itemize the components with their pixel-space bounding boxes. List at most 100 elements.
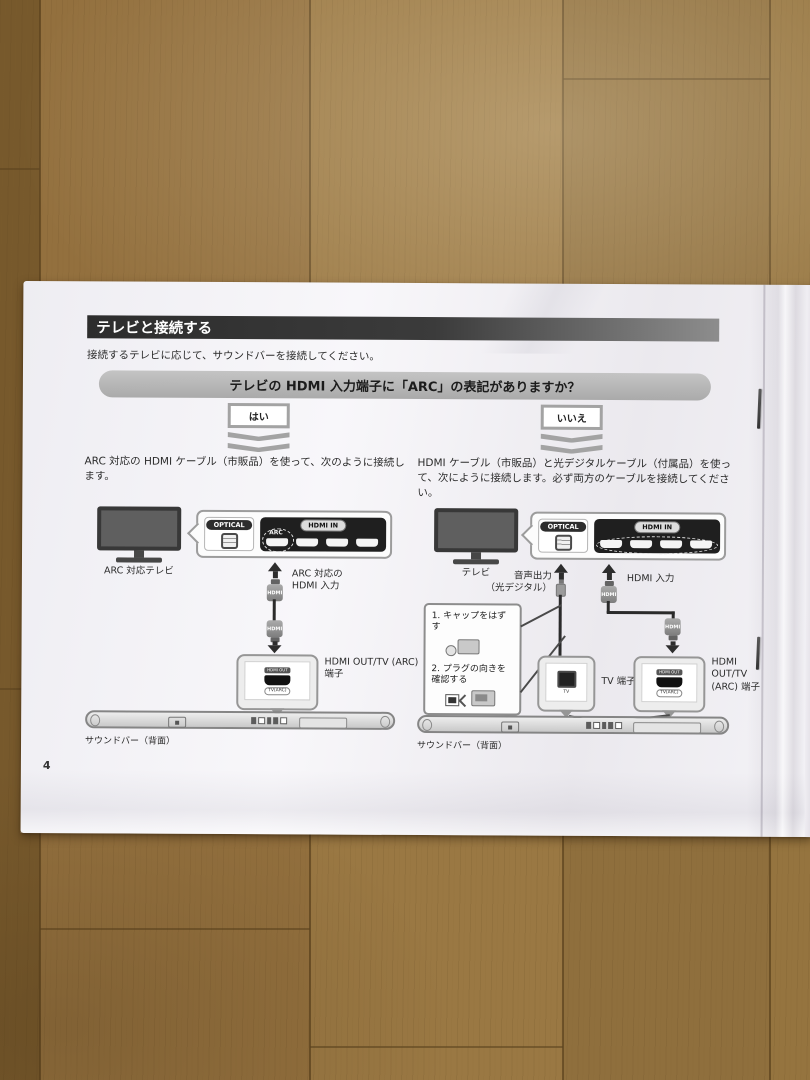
right-hdmi-port-caption: HDMI OUT/TV (ARC) 端子 [711, 656, 761, 693]
branch-yes-ribbon: はい [227, 403, 290, 429]
hdmi-port-icon [630, 540, 653, 549]
hdmi-plug-icon: HDMI [600, 580, 617, 604]
optical-label: OPTICAL [206, 519, 252, 531]
tv-screen [434, 508, 519, 553]
optical-steps-box: 1. キャップをはずす 2. プラグの向きを 確認する [423, 603, 522, 716]
soundbar-plate [633, 722, 702, 734]
hdmi-port-icon [326, 538, 349, 547]
left-soundbar-caption: サウンドバー（背面） [85, 736, 176, 747]
facing-page-edge [804, 285, 810, 838]
tv-port-label: TV [563, 689, 570, 695]
left-tv-rear-panel: OPTICAL HDMI IN ARC [187, 509, 393, 559]
tv-stand [115, 557, 163, 563]
staple [756, 388, 762, 429]
section-title-bar: テレビと接続する [87, 315, 720, 342]
hdmi-out-label: HDMI OUT [264, 666, 291, 673]
branch-no-ribbon: いいえ [540, 404, 603, 430]
hdmi-port-icon [266, 538, 289, 547]
tv-icon [93, 506, 185, 563]
soundbar-endcap [714, 720, 725, 733]
hdmi-port-icon [660, 540, 683, 549]
hdmi-port-icon [656, 676, 683, 687]
right-soundbar-caption: サウンドバー（背面） [416, 740, 508, 752]
floor-joint [563, 78, 770, 80]
tv-port-zoom-box: TV [537, 655, 596, 718]
chevron-down-icon [541, 445, 603, 454]
arrow-up-icon [553, 563, 568, 580]
soundbar-endcap [380, 715, 391, 728]
soundbar-port-cluster [586, 721, 623, 730]
tv-neck [134, 550, 145, 558]
soundbar-detail [501, 721, 520, 733]
arrow-down-icon [267, 641, 282, 654]
hdmi-plug-label: HDMI [665, 623, 681, 630]
hdmi-in-label: HDMI IN [300, 519, 347, 532]
branch-no-label: いいえ [543, 407, 600, 427]
hdmi-cable [606, 610, 675, 615]
chevron-down-icon [228, 443, 290, 452]
hdmi-in-label: HDMI IN [634, 521, 681, 534]
step2-text: 2. プラグの向きを 確認する [431, 663, 506, 686]
soundbar-endcap [90, 714, 101, 727]
cap-removal-icon [445, 636, 513, 660]
hdmi-in-section: HDMI IN ARC [260, 517, 387, 553]
hdmi-cable [272, 599, 276, 622]
hdmi-plug-icon: HDMI [266, 620, 283, 643]
right-paragraph: HDMI ケーブル（市販品）と光デジタルケーブル（付属品）を使って、次にように接… [417, 456, 732, 500]
soundbar-endcap [422, 719, 433, 732]
hdmi-plug-label: HDMI [267, 589, 283, 596]
arrow-up-icon [267, 562, 282, 579]
page-fold-crease [760, 284, 766, 837]
soundbar-rear-icon [85, 710, 396, 730]
hdmi-port-icon [264, 674, 291, 685]
hdmi-plug-label: HDMI [267, 625, 283, 632]
tv-icon [430, 508, 522, 565]
page-number: 4 [42, 759, 51, 773]
hdmi-out-label: HDMI OUT [656, 668, 683, 675]
chevron-down-icon [228, 432, 290, 441]
soundbar-port-cluster [251, 717, 288, 725]
optical-port-icon [556, 670, 576, 688]
manual-page: テレビと接続する 接続するテレビに応じて、サウンドバーを接続してください。 テレ… [20, 280, 810, 838]
paper-crease [20, 752, 810, 838]
left-paragraph: ARC 対応の HDMI ケーブル（市販品）を使って、次のように接続します。 [84, 455, 405, 483]
optical-section: OPTICAL [204, 516, 255, 552]
left-hdmi-input-caption: ARC 対応の HDMI 入力 [291, 568, 343, 592]
soundbar-rear-icon [417, 714, 730, 735]
section-title: テレビと接続する [96, 320, 213, 337]
chevron-down-icon [541, 434, 603, 443]
branch-yes-label: はい [230, 406, 287, 426]
soundbar-detail [168, 716, 187, 728]
right-hdmi-input-caption: HDMI 入力 [626, 573, 675, 585]
left-hdmi-out-zoom-box: HDMI OUT TV(ARC) [236, 654, 319, 717]
tv-arc-label: TV(ARC) [656, 688, 683, 697]
tv-arc-label: TV(ARC) [264, 686, 291, 695]
soundbar-plate [299, 717, 348, 729]
arc-label: ARC [269, 529, 283, 537]
tv-screen [97, 506, 182, 551]
tv-port-caption: TV 端子 [601, 675, 636, 688]
callout-line [520, 604, 562, 627]
right-tv-rear-panel: OPTICAL HDMI IN [521, 511, 727, 561]
right-hdmi-out-zoom-box: HDMI OUT TV(ARC) [633, 656, 706, 719]
intro-text: 接続するテレビに応じて、サウンドバーを接続してください。 [87, 349, 380, 363]
optical-label: OPTICAL [540, 521, 586, 532]
page-fold-shading [746, 284, 808, 838]
tv-stand [452, 559, 499, 565]
tv-neck [470, 552, 482, 560]
step1-text: 1. キャップをはずす [431, 611, 507, 633]
floor-joint [0, 168, 40, 170]
floor-joint [0, 688, 40, 690]
arrow-down-icon [665, 641, 680, 654]
hdmi-plug-icon: HDMI [664, 618, 681, 641]
optical-port-icon [554, 534, 572, 551]
left-tv-caption: ARC 対応テレビ [104, 565, 174, 577]
optical-section: OPTICAL [538, 518, 589, 553]
hdmi-plug-icon: HDMI [266, 579, 283, 602]
hdmi-port-icon [356, 538, 379, 547]
question-banner: テレビの HDMI 入力端子に「ARC」の表記がありますか？ [98, 370, 711, 401]
hdmi-port-icon [296, 538, 319, 547]
floor-joint [310, 1046, 563, 1048]
left-port-caption: HDMI OUT/TV (ARC) 端子 [324, 656, 419, 680]
floor-joint [40, 928, 310, 930]
